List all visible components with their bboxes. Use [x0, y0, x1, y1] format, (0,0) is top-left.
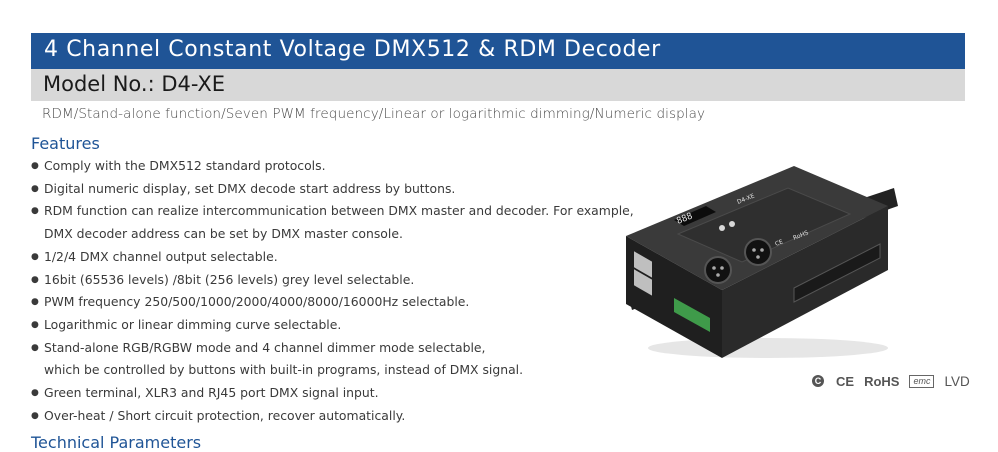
feature-item: ● 1/2/4 DMX channel output selectable.	[31, 246, 634, 269]
feature-text: Digital numeric display, set DMX decode …	[44, 180, 456, 196]
rj45-port-icon	[634, 251, 652, 278]
numeric-display	[674, 206, 716, 226]
bullet-icon: ●	[31, 183, 39, 194]
feature-item: ● Stand-alone RGB/RGBW mode and 4 channel…	[31, 337, 634, 382]
feature-text: Comply with the DMX512 standard protocol…	[44, 158, 326, 173]
lvd-mark: LVD	[944, 373, 970, 389]
product-image: 888 D4-XE RoHS CE	[626, 166, 898, 358]
model-number: Model No.: D4-XE	[43, 72, 226, 96]
feature-text: PWM frequency 250/500/1000/2000/4000/800…	[44, 294, 470, 310]
feature-item: ● Green terminal, XLR3 and RJ45 port DMX …	[31, 382, 634, 405]
feature-text: Stand-alone RGB/RGBW mode and 4 channel …	[44, 339, 486, 355]
feature-text: Green terminal, XLR3 and RJ45 port DMX s…	[44, 385, 379, 401]
cc-icon: C	[812, 375, 824, 387]
rj45-port-icon	[634, 269, 652, 296]
emc-mark: emc	[909, 374, 935, 388]
xlr-connector-icon	[704, 256, 732, 284]
feature-item: ● RDM function can realize intercommunica…	[31, 200, 634, 245]
label-plate	[676, 187, 852, 263]
feature-item: ● Logarithmic or linear dimming curve sel…	[31, 314, 634, 337]
feature-list: ● Comply with the DMX512 standard protoco…	[31, 155, 634, 427]
bullet-icon: ●	[31, 206, 39, 217]
title-bar: 4 Channel Constant Voltage DMX512 & RDM …	[31, 33, 965, 69]
bullet-icon: ●	[31, 251, 39, 262]
feature-text-continued: which be controlled by buttons with buil…	[44, 362, 524, 378]
feature-item: ● Digital numeric display, set DMX decode…	[31, 178, 634, 201]
feature-text-continued: DMX decoder address can be set by DMX ma…	[44, 226, 403, 242]
bullet-icon: ●	[31, 342, 39, 353]
feature-item: ● PWM frequency 250/500/1000/2000/4000/80…	[31, 291, 634, 314]
feature-text: Over-heat / Short circuit protection, re…	[44, 407, 406, 423]
bullet-icon: ●	[31, 410, 39, 421]
certification-logos: C CE RoHS emc LVD	[812, 372, 970, 390]
device-ce-label: CE	[774, 238, 784, 248]
bullet-icon: ●	[31, 319, 39, 330]
xlr-connector-icon	[744, 238, 772, 266]
model-bar: Model No.: D4-XE	[31, 69, 965, 101]
feature-item: ● 16bit (65536 levels) /8bit (256 levels)…	[31, 269, 634, 292]
product-shadow	[648, 338, 888, 358]
ce-mark: CE	[836, 373, 855, 389]
bullet-icon: ●	[31, 297, 39, 308]
button-up-icon	[719, 225, 725, 231]
rohs-mark: RoHS	[864, 373, 900, 389]
feature-text: 1/2/4 DMX channel output selectable.	[44, 248, 278, 264]
feature-item: ● Comply with the DMX512 standard protoco…	[31, 155, 634, 178]
green-terminal	[674, 298, 710, 332]
feature-text: RDM function can realize intercommunicat…	[44, 203, 634, 219]
output-terminal-strip	[793, 243, 881, 303]
subtitle: RDM/Stand-alone function/Seven PWM frequ…	[42, 106, 706, 122]
feature-text: Logarithmic or linear dimming curve sele…	[44, 316, 342, 332]
feature-text: 16bit (65536 levels) /8bit (256 levels) …	[44, 271, 415, 287]
feature-item: ● Over-heat / Short circuit protection, r…	[31, 405, 634, 428]
page-title: 4 Channel Constant Voltage DMX512 & RDM …	[44, 37, 661, 62]
bullet-icon: ●	[31, 274, 39, 285]
bullet-icon: ●	[31, 388, 39, 399]
features-heading: Features	[31, 134, 100, 153]
bullet-icon: ●	[31, 161, 39, 171]
button-down-icon	[729, 221, 735, 227]
